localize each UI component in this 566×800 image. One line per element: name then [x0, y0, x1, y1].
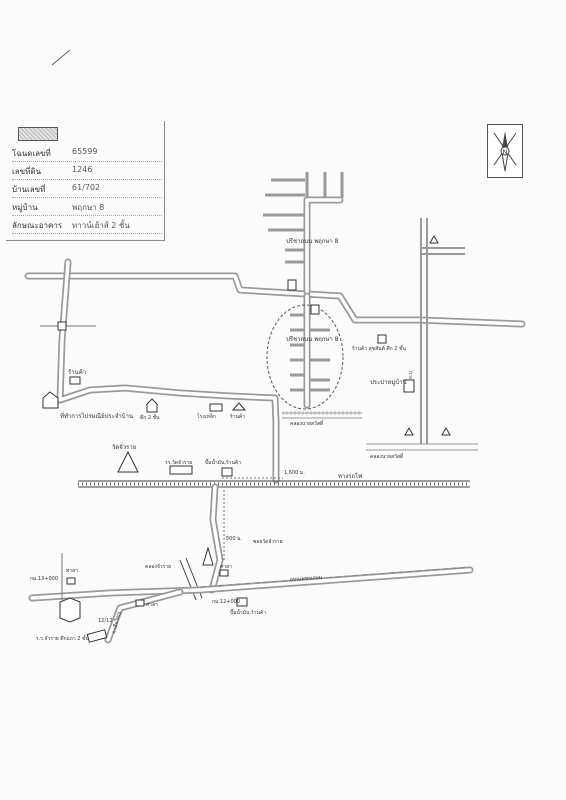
label-side-road: ถ.บ [408, 371, 414, 379]
shop-mid-building [231, 402, 247, 411]
property-marker [310, 304, 320, 315]
gas-station-bottom-building [236, 597, 248, 607]
sala-2-building [219, 569, 229, 577]
info-label: ลักษณะอาคาร [12, 221, 63, 230]
info-value: ทาวน์เฮ้าส์ 2 ชั้น [72, 221, 130, 230]
info-value: 61/702 [72, 183, 101, 192]
north-arrow: N [487, 124, 523, 178]
label-two-storey: ตึก 2 ชั้น [140, 412, 160, 421]
temple-icon-right-1 [429, 234, 439, 244]
label-railway: ทางรถไฟ [338, 472, 362, 480]
label-shop-right: ร้านค้า สุขสันต์ ตึก 2 ชั้น [352, 343, 407, 352]
info-label: โฉนดเลขที่ [12, 149, 51, 158]
factory-building [209, 403, 223, 412]
district-office-icon [42, 391, 59, 409]
label-district-office: ที่ทำการไปรษณีย์ประจำบ้าน [60, 412, 133, 420]
school-building [169, 465, 193, 475]
label-sala-2: ศาลา [220, 564, 232, 570]
shop-left-building [69, 376, 81, 385]
label-soi: ซอยวัดจั่วราย [253, 538, 283, 545]
scan-mark [51, 49, 71, 66]
shop-right-building [377, 334, 387, 344]
label-km12: กม.12+000 [212, 599, 240, 605]
label-school: รร.วัดจั่วราย [165, 459, 192, 466]
label-shop-left: ร้านค้า [68, 369, 86, 376]
info-value: พฤกษา 8 [72, 203, 105, 212]
police-box-icon [59, 597, 81, 623]
top-main-road [24, 272, 526, 328]
info-value: 1246 [72, 165, 93, 174]
info-row-building-type: ลักษณะอาคาร ทาวน์เฮ้าส์ 2 ชั้น [12, 215, 162, 234]
label-house-no: 12/12 [98, 618, 112, 624]
label-gas-station-bottom: ปั๊มน้ำมัน,ร้านค้า [230, 607, 266, 616]
label-factory: โรงเหล็ก [197, 412, 216, 420]
sala-3-building [135, 599, 145, 607]
label-estate-top: ปรีชาถนน พฤกษา 8 [286, 237, 339, 245]
pump-station-building [403, 379, 415, 393]
info-row-deed: โฉนดเลขที่ 65599 [12, 143, 162, 162]
label-dist-500: 500 ม. [226, 536, 242, 542]
railway-line [78, 480, 470, 488]
label-pump-station: ประปาหมู่บ้าน [370, 379, 407, 386]
landmark-tree-icon [202, 546, 214, 566]
label-canal-upper: คลองนายสวัสดิ์ [290, 419, 324, 427]
temple-icon-right-3 [441, 426, 451, 436]
label-temple: วัดจั่วราย [112, 443, 136, 451]
compass-icon: N [493, 131, 517, 172]
property-info-table: โฉนดเลขที่ 65599 เลขที่ดิน 1246 บ้านเลขท… [6, 121, 165, 241]
soi-road [208, 483, 224, 594]
gas-station-top-building [221, 467, 233, 477]
sala-1-building [66, 577, 76, 585]
label-sala-3: ศาลา [146, 602, 158, 608]
canal-upper [282, 411, 362, 419]
info-row-house-no: บ้านเลขที่ 61/702 [12, 179, 162, 198]
label-dist-1600: 1,600 ม. [284, 470, 305, 476]
temple-icon-right-2 [404, 426, 414, 436]
info-label: เลขที่ดิน [12, 167, 42, 176]
info-label: บ้านเลขที่ [12, 185, 46, 194]
property-legend-swatch [18, 127, 58, 141]
estate-side-streets [263, 172, 344, 392]
house-12-12-building [86, 629, 108, 643]
estate-road [303, 196, 344, 409]
compass-north-label: N [503, 149, 508, 156]
estate-gate-marker [287, 279, 297, 291]
label-shop-mid: ร้านค้า [230, 413, 246, 420]
label-police-box: ร.ร.จั่วราย ตึกแถว 2 ชั้น [36, 633, 89, 642]
left-loop-road [56, 258, 280, 484]
main-highway [28, 566, 474, 602]
label-estate-mid: ปรีชาถนน พฤกษา 8 [286, 335, 339, 343]
label-gas-station-top: ปั๊มน้ำมัน,ร้านค้า [205, 457, 241, 466]
label-canal-right: คลองนายสวัสดิ์ [370, 452, 404, 460]
property-location-circle [266, 304, 344, 410]
label-main-road: ถนนเพชรเกษม [290, 575, 323, 583]
two-storey-building [146, 398, 158, 413]
temple-icon [117, 450, 139, 473]
info-value: 65599 [72, 147, 98, 156]
info-row-village: หมู่บ้าน พฤกษา 8 [12, 197, 162, 216]
right-vertical-road [420, 218, 465, 444]
bridge-left-deck [57, 321, 67, 331]
label-canal-lower: คลองจั่วราย [145, 563, 171, 570]
info-row-land-no: เลขที่ดิน 1246 [12, 161, 162, 180]
canal-right [366, 443, 478, 451]
label-km13: กม.13+000 [30, 576, 58, 582]
info-label: หมู่บ้าน [12, 203, 38, 212]
label-sala-1: ศาลา [66, 568, 78, 574]
